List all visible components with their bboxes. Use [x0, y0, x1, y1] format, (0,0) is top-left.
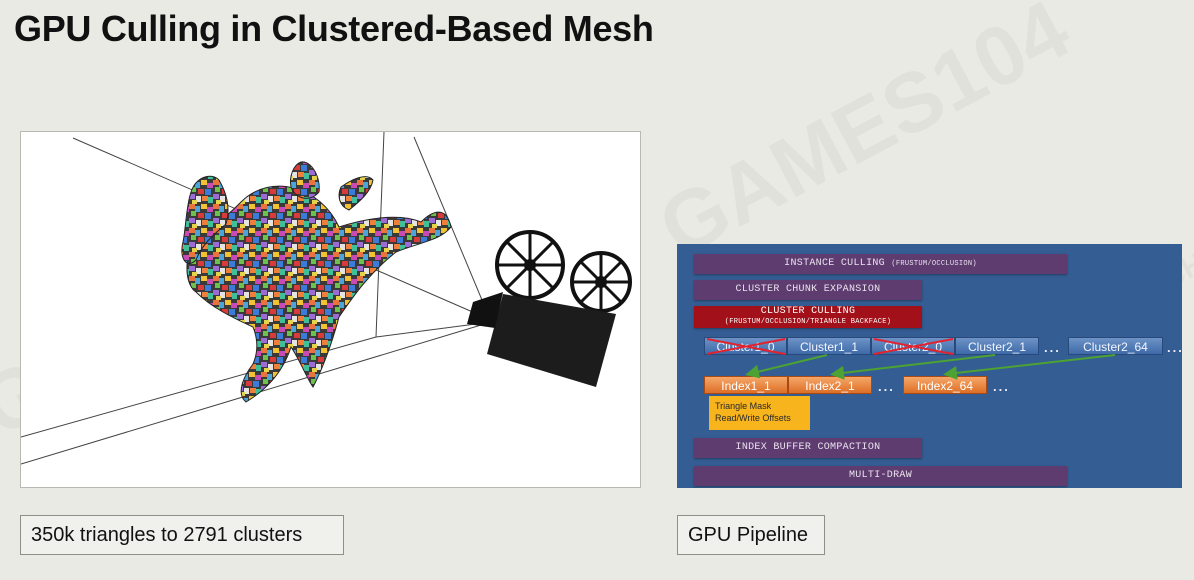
- stage-sublabel: (FRUSTUM/OCCLUSION/TRIANGLE BACKFACE): [724, 318, 892, 326]
- triangle-mask-note: Triangle Mask Read/Write Offsets: [709, 396, 810, 430]
- cluster-box: Cluster2_64: [1068, 337, 1163, 355]
- ellipsis: ...: [1167, 340, 1182, 355]
- mesh-illustration: [21, 132, 632, 465]
- armadillo-mesh: [181, 161, 452, 403]
- index-box: Index1_1: [704, 376, 788, 394]
- cluster-box: Cluster1_0: [704, 337, 787, 355]
- stage-label: INSTANCE CULLING: [784, 258, 885, 269]
- cluster-box: Cluster1_1: [787, 337, 871, 355]
- stage-label: CLUSTER CULLING: [760, 306, 856, 317]
- note-line: Triangle Mask: [715, 401, 772, 411]
- gpu-pipeline-diagram: INSTANCE CULLING (FRUSTUM/OCCLUSION) CLU…: [677, 244, 1182, 488]
- index-box: Index2_64: [903, 376, 987, 394]
- ellipsis: ...: [878, 379, 895, 394]
- stage-index-buffer-compaction: INDEX BUFFER COMPACTION: [694, 438, 922, 458]
- frustum-lines: [21, 132, 492, 465]
- note-line: Read/Write Offsets: [715, 413, 791, 423]
- projector-icon: [467, 230, 632, 387]
- stage-multi-draw: MULTI-DRAW: [694, 466, 1067, 486]
- stage-cluster-culling: CLUSTER CULLING (FRUSTUM/OCCLUSION/TRIAN…: [694, 306, 922, 328]
- watermark-text: GAMES104: [643, 0, 1084, 277]
- cluster-mesh-figure: [20, 131, 641, 488]
- stage-cluster-chunk-expansion: CLUSTER CHUNK EXPANSION: [694, 280, 922, 300]
- right-figure-caption: GPU Pipeline: [677, 515, 825, 555]
- left-figure-caption: 350k triangles to 2791 clusters: [20, 515, 344, 555]
- ellipsis: ...: [1044, 340, 1061, 355]
- cluster-box: Cluster2_0: [871, 337, 955, 355]
- cluster-box: Cluster2_1: [955, 337, 1039, 355]
- stage-sublabel: (FRUSTUM/OCCLUSION): [891, 260, 977, 268]
- ellipsis: ...: [993, 379, 1010, 394]
- mapping-arrows: [745, 354, 1116, 380]
- stage-instance-culling: INSTANCE CULLING (FRUSTUM/OCCLUSION): [694, 254, 1067, 274]
- slide-title: GPU Culling in Clustered-Based Mesh: [14, 8, 654, 49]
- index-box: Index2_1: [788, 376, 872, 394]
